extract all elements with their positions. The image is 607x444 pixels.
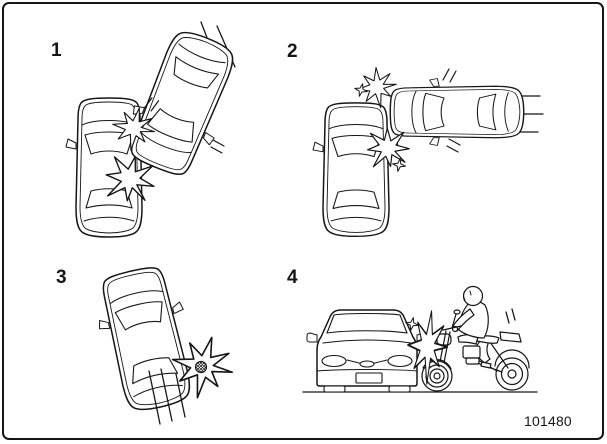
helmet-visor bbox=[463, 290, 472, 301]
motion-slashes bbox=[505, 308, 516, 324]
car-front-view bbox=[306, 309, 428, 393]
spark-icon bbox=[390, 156, 408, 174]
rider-boot bbox=[480, 361, 492, 369]
bike-mirror bbox=[453, 309, 461, 315]
panel-1-art bbox=[65, 21, 249, 238]
emblem bbox=[359, 360, 375, 368]
motion-slashes bbox=[442, 68, 457, 83]
rear-fender bbox=[494, 349, 530, 369]
car-top-view bbox=[87, 260, 205, 418]
license-plate bbox=[355, 372, 383, 384]
motion-slashes bbox=[210, 139, 225, 154]
panel-3-art bbox=[87, 260, 240, 425]
wheel bbox=[388, 385, 411, 393]
struck-car-top-view bbox=[312, 102, 400, 238]
panel-2-art bbox=[312, 64, 544, 238]
tail-box bbox=[499, 331, 522, 343]
rider-helmet bbox=[462, 285, 484, 307]
engine bbox=[462, 345, 481, 359]
wheel bbox=[323, 385, 346, 393]
headlight bbox=[321, 354, 347, 368]
trajectory-lines bbox=[148, 368, 186, 425]
motion-slashes bbox=[446, 138, 461, 153]
handlebar bbox=[442, 313, 462, 331]
panel-4-number: 4 bbox=[287, 267, 298, 288]
motorcycle-with-rider bbox=[421, 285, 530, 392]
impact-object-icon bbox=[194, 360, 208, 374]
panel-4-art bbox=[302, 285, 538, 393]
striking-car-top-view bbox=[389, 77, 525, 147]
figure-code: 101480 bbox=[524, 413, 572, 429]
left-mirror bbox=[306, 332, 318, 343]
headlight bbox=[387, 354, 413, 368]
rear-wheel bbox=[495, 357, 529, 391]
panel-2-number: 2 bbox=[287, 41, 298, 62]
panel-1-number: 1 bbox=[51, 40, 62, 61]
panel-3-number: 3 bbox=[56, 267, 67, 288]
